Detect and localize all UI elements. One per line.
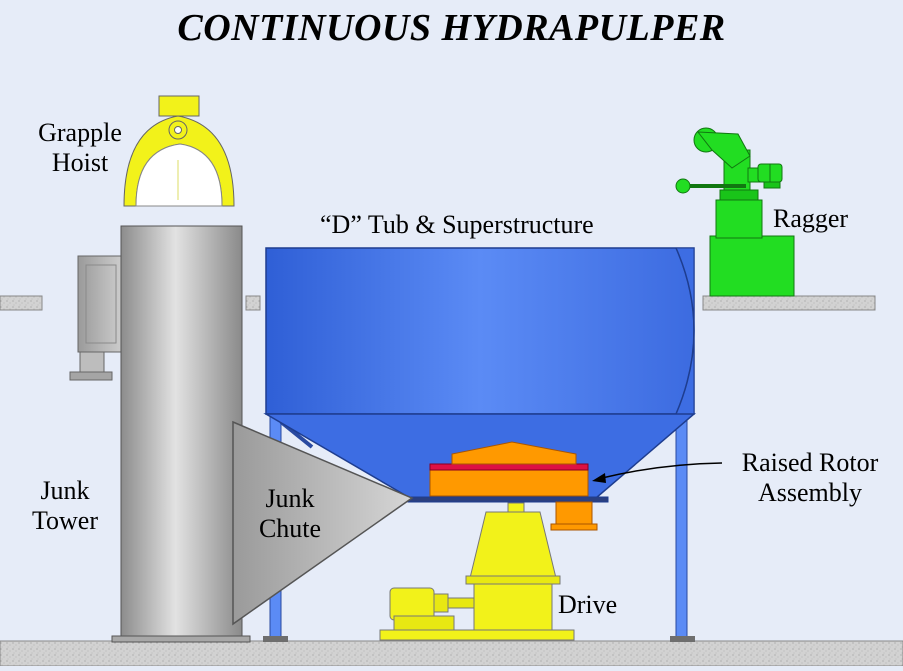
drive — [379, 502, 575, 641]
label-drive: Drive — [558, 590, 618, 619]
label-junk-tower-line1: Junk — [40, 476, 90, 505]
label-junk-chute-line1: Junk — [265, 484, 315, 513]
floor — [0, 640, 903, 667]
label-grapple-hoist-line2: Hoist — [51, 147, 109, 177]
label-junk-chute: Junk Chute — [250, 484, 330, 544]
label-junk-tower: Junk Tower — [20, 476, 110, 536]
junk-chute — [232, 420, 414, 626]
label-ragger: Ragger — [773, 204, 849, 233]
grapple-hoist — [123, 95, 235, 207]
small-platform-post — [245, 295, 261, 311]
left-platform — [0, 295, 43, 311]
right-platform — [702, 295, 876, 311]
diagram-title: CONTINUOUS HYDRAPULPER — [177, 7, 726, 49]
label-d-tub: “D” Tub & Superstructure — [320, 210, 594, 239]
rotor-pointer-arrow — [592, 462, 723, 483]
label-raised-rotor-line1: Raised Rotor — [741, 448, 879, 477]
label-grapple-hoist: Grapple Hoist — [28, 118, 132, 178]
label-raised-rotor: Raised Rotor Assembly — [724, 448, 896, 508]
label-raised-rotor-line2: Assembly — [758, 477, 862, 507]
label-junk-chute-line2: Chute — [258, 513, 322, 543]
ragger — [675, 127, 795, 297]
label-junk-tower-line2: Tower — [31, 505, 99, 535]
label-grapple-hoist-line1: Grapple — [38, 118, 122, 147]
junk-tower — [69, 225, 251, 643]
raised-rotor-assembly — [429, 441, 598, 531]
